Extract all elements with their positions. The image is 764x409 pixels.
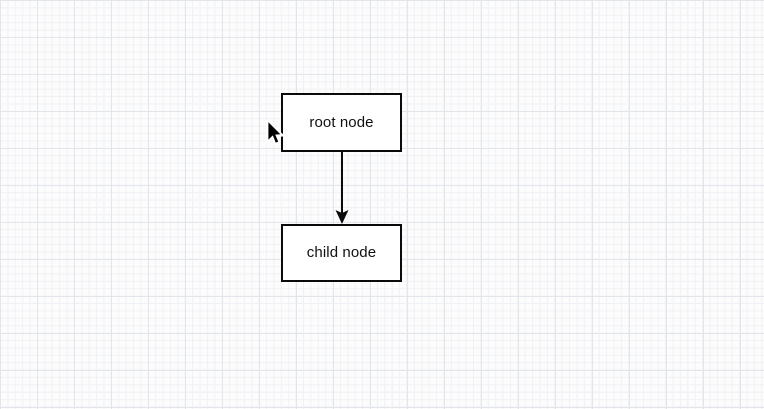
node-child-label: child node: [306, 244, 377, 261]
cursor-arrow-fill: [268, 122, 281, 143]
edge-root-to-child[interactable]: [335, 152, 349, 224]
node-root[interactable]: root node: [281, 93, 402, 152]
node-root-label: root node: [309, 113, 374, 131]
node-child[interactable]: child node: [281, 224, 402, 282]
edge-arrowhead-icon: [335, 210, 349, 224]
